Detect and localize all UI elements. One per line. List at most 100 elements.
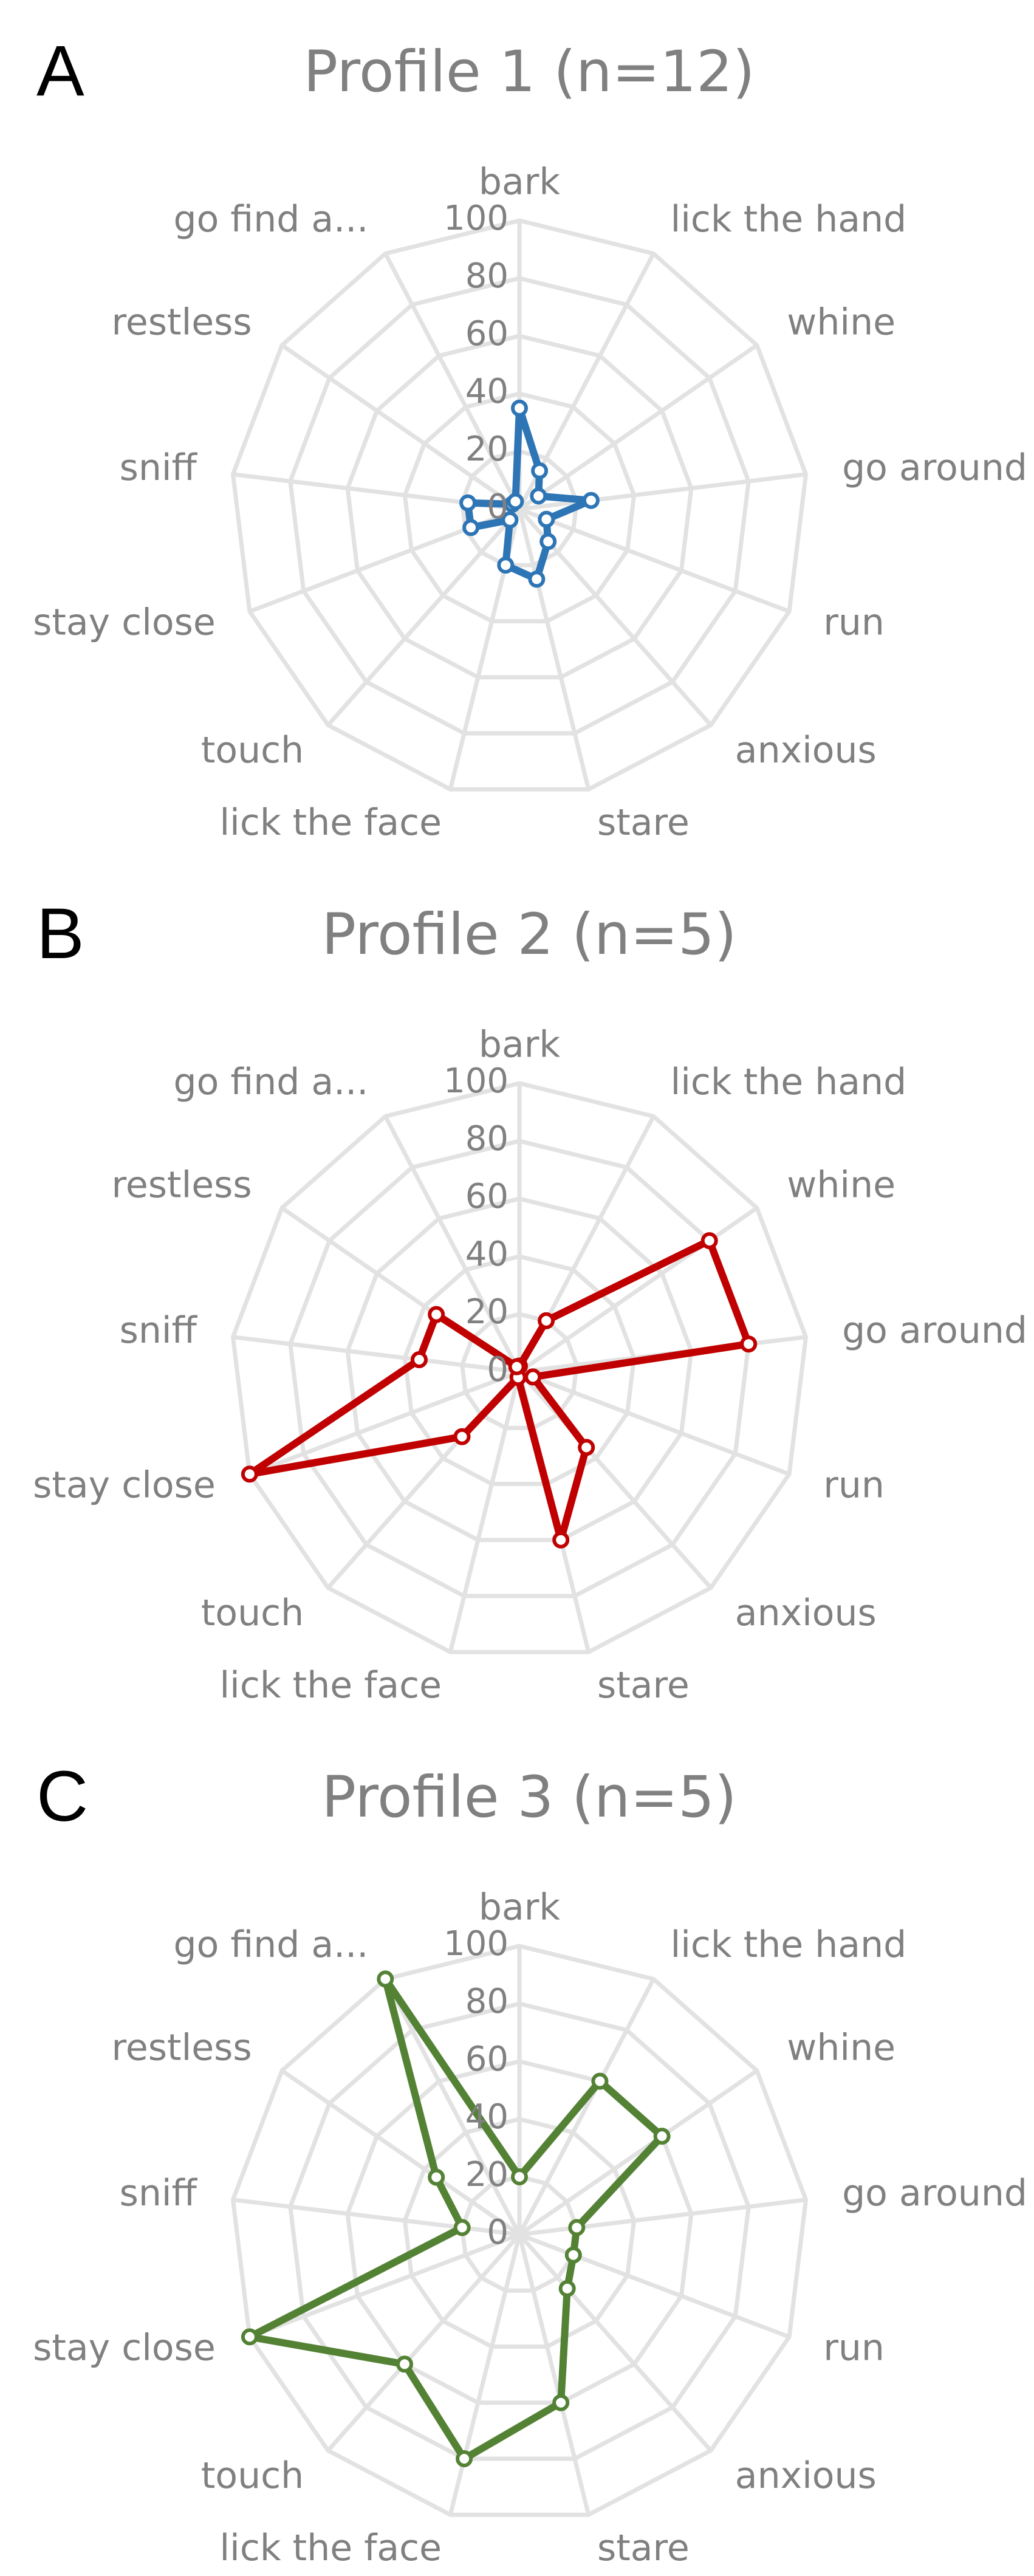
category-label: lick the hand (671, 1923, 907, 1966)
grid-ring (288, 276, 751, 736)
data-point (552, 2394, 570, 2411)
grid-spoke (326, 2233, 521, 2452)
data-point (538, 510, 555, 528)
axis-tick-label: 80 (465, 1982, 508, 2021)
grid-spoke (248, 1369, 521, 1476)
grid-spoke (248, 2232, 521, 2339)
category-label: restless (112, 301, 252, 344)
chart-title-a: Profile 1 (n=12) (303, 39, 755, 105)
grid-spoke (448, 2234, 522, 2516)
category-label: stare (597, 1664, 690, 1707)
data-point (508, 1358, 526, 1375)
category-label: go find a... (174, 1923, 369, 1966)
data-point (377, 1970, 394, 1988)
grid-spoke (518, 507, 790, 614)
axis-tick-label: 60 (465, 314, 508, 354)
category-label: run (823, 601, 885, 643)
data-point (241, 2328, 258, 2346)
axis-tick-label: 80 (465, 1119, 508, 1159)
data-point (552, 1531, 570, 1549)
panel-letter-a: A (36, 31, 84, 111)
category-label: touch (201, 1592, 304, 1634)
category-label: go around (842, 1309, 1027, 1352)
axis-tick-label: 40 (465, 1235, 508, 1274)
axis-tick-label: 40 (465, 2097, 508, 2137)
grid-ring (402, 1254, 637, 1486)
category-label: anxious (735, 2454, 877, 2497)
category-label: stare (597, 801, 690, 844)
axis-tick-label: 20 (465, 430, 508, 469)
category-label: sniff (120, 2172, 198, 2215)
category-label: lick the face (220, 801, 442, 844)
grid-spoke (518, 2233, 713, 2452)
category-label: whine (787, 2027, 895, 2069)
axis-tick-label: 60 (465, 2040, 508, 2079)
category-label: touch (201, 729, 304, 772)
axis-tick-label: 100 (443, 1924, 508, 1964)
category-label: stay close (33, 1464, 216, 1506)
category-label: go find a... (174, 198, 369, 241)
grid-ring (460, 2174, 579, 2293)
data-point (740, 1335, 758, 1353)
data-point (507, 493, 524, 510)
grid-ring (460, 1312, 579, 1430)
category-label: stay close (33, 2326, 216, 2369)
category-label: bark (479, 1886, 561, 1929)
grid-spoke (383, 252, 522, 510)
axis-tick-label: 60 (465, 1177, 508, 1216)
data-point (511, 399, 528, 417)
data-point (578, 1439, 595, 1456)
data-point (582, 492, 600, 509)
grid-ring (288, 2001, 751, 2461)
data-point (524, 1368, 542, 1386)
radar-chart-c: bark lick the hand whine go around run anxiou… (33, 1886, 1027, 2570)
data-point (453, 1428, 471, 1445)
grid-ring (230, 218, 809, 792)
grid-spoke (448, 1371, 522, 1653)
data-point (497, 557, 515, 574)
chart-title-c: Profile 3 (n=5) (321, 1764, 737, 1831)
grid-ring (230, 1944, 809, 2517)
category-label: run (823, 2326, 885, 2369)
data-point (456, 2450, 473, 2467)
category-label: bark (479, 1024, 561, 1066)
data-point (568, 2219, 586, 2236)
data-point (241, 1465, 258, 1483)
category-label: anxious (735, 729, 877, 772)
data-point (459, 494, 477, 512)
data-point (428, 2168, 445, 2186)
grid-spoke (518, 1369, 790, 1476)
grid-ring (345, 2059, 694, 2405)
category-label: sniff (120, 1309, 198, 1352)
grid-spoke (383, 1115, 522, 1373)
category-label: go around (842, 2172, 1027, 2215)
grid-spoke (518, 1370, 713, 1589)
grid-spoke (383, 1978, 522, 2236)
data-point (396, 2355, 413, 2373)
category-label: run (823, 1464, 885, 1506)
grid-ring (402, 2117, 637, 2349)
grid-spoke (518, 343, 758, 511)
axis-tick-label: 80 (465, 256, 508, 296)
category-label: go find a... (174, 1061, 369, 1103)
data-point (531, 462, 549, 479)
data-point (539, 533, 557, 550)
grid-ring (460, 449, 579, 567)
category-label: bark (479, 161, 561, 204)
series-line (245, 1975, 666, 2462)
axis-tick-label: 20 (465, 2155, 508, 2194)
data-point (564, 2246, 582, 2264)
grid-spoke (517, 2234, 591, 2516)
data-point (501, 511, 519, 529)
grid-spoke (326, 507, 521, 727)
grid-ring (230, 1081, 809, 1654)
grid-spoke (233, 2197, 520, 2237)
grid-spoke (517, 1978, 656, 2236)
axis-tick-label: 20 (465, 1292, 508, 1332)
panel-letter-b: B (36, 894, 84, 974)
data-point (558, 2280, 576, 2297)
